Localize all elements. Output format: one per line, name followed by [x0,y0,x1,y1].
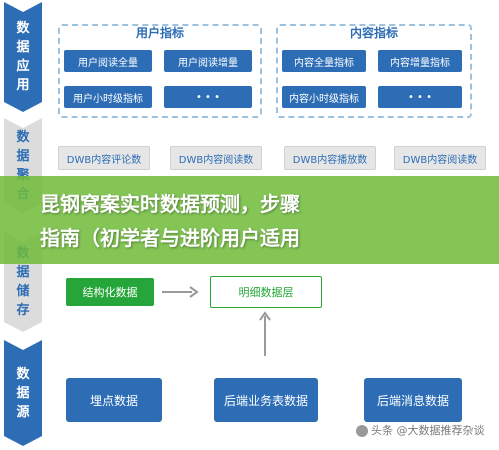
banner-line-2: 指南（初学者与进阶用户适用 [40,226,300,250]
banner-line-1: 昆钢窝案实时数据预测，步骤 [40,192,300,216]
side-label-char: 数 [16,366,30,382]
detail-layer-box: 明细数据层 [210,276,322,308]
side-label-app: 数据应用 [4,2,42,112]
arrow-right [162,291,192,293]
watermark-text: 头条 @大数据推荐杂谈 [371,424,485,437]
side-label-char: 源 [16,404,30,420]
side-label-char: 数 [16,21,30,36]
user-metric-box: • • • [164,86,252,108]
source-box: 埋点数据 [66,378,162,422]
title-banner: 昆钢窝案实时数据预测，步骤 指南（初学者与进阶用户适用 [0,176,499,264]
content-metrics-panel [276,24,472,118]
content-metric-box: 内容小时级指标 [282,86,366,108]
user-metrics-panel [58,24,262,118]
content-metric-box: 内容增量指标 [378,50,462,72]
dwb-box: DWB内容阅读数 [394,146,486,170]
user-metric-box: 用户阅读增量 [164,50,252,72]
arrow-right-head [189,286,199,298]
side-label-char: 用 [16,78,30,93]
content-metrics-title: 内容指标 [349,26,398,40]
user-metrics-title: 用户指标 [135,26,184,40]
arrow-up-head [259,311,271,321]
side-label-char: 据 [16,40,30,55]
user-metric-box: 用户阅读全量 [64,50,152,72]
content-metric-box: • • • [378,86,462,108]
side-label-char: 存 [16,303,30,318]
side-label-char: 储 [16,284,30,299]
content-metric-box: 内容全量指标 [282,50,366,72]
side-label-char: 据 [16,385,30,401]
dwb-box: DWB内容播放数 [284,146,376,170]
dwb-box: DWB内容阅读数 [170,146,262,170]
side-label-char: 据 [16,148,30,164]
user-metric-box: 用户小时级指标 [64,86,152,108]
watermark-icon [356,425,368,437]
source-box: 后端消息数据 [364,378,462,422]
structured-data-box: 结构化数据 [66,278,154,306]
dwb-box: DWB内容评论数 [58,146,150,170]
side-label-char: 数 [16,129,30,145]
side-label-char: 据 [16,265,30,280]
arrow-up [264,316,266,356]
source-box: 后端业务表数据 [214,378,318,422]
side-label-source: 数据源 [4,340,42,446]
watermark: 头条 @大数据推荐杂谈 [356,422,485,438]
side-label-char: 应 [16,59,30,74]
